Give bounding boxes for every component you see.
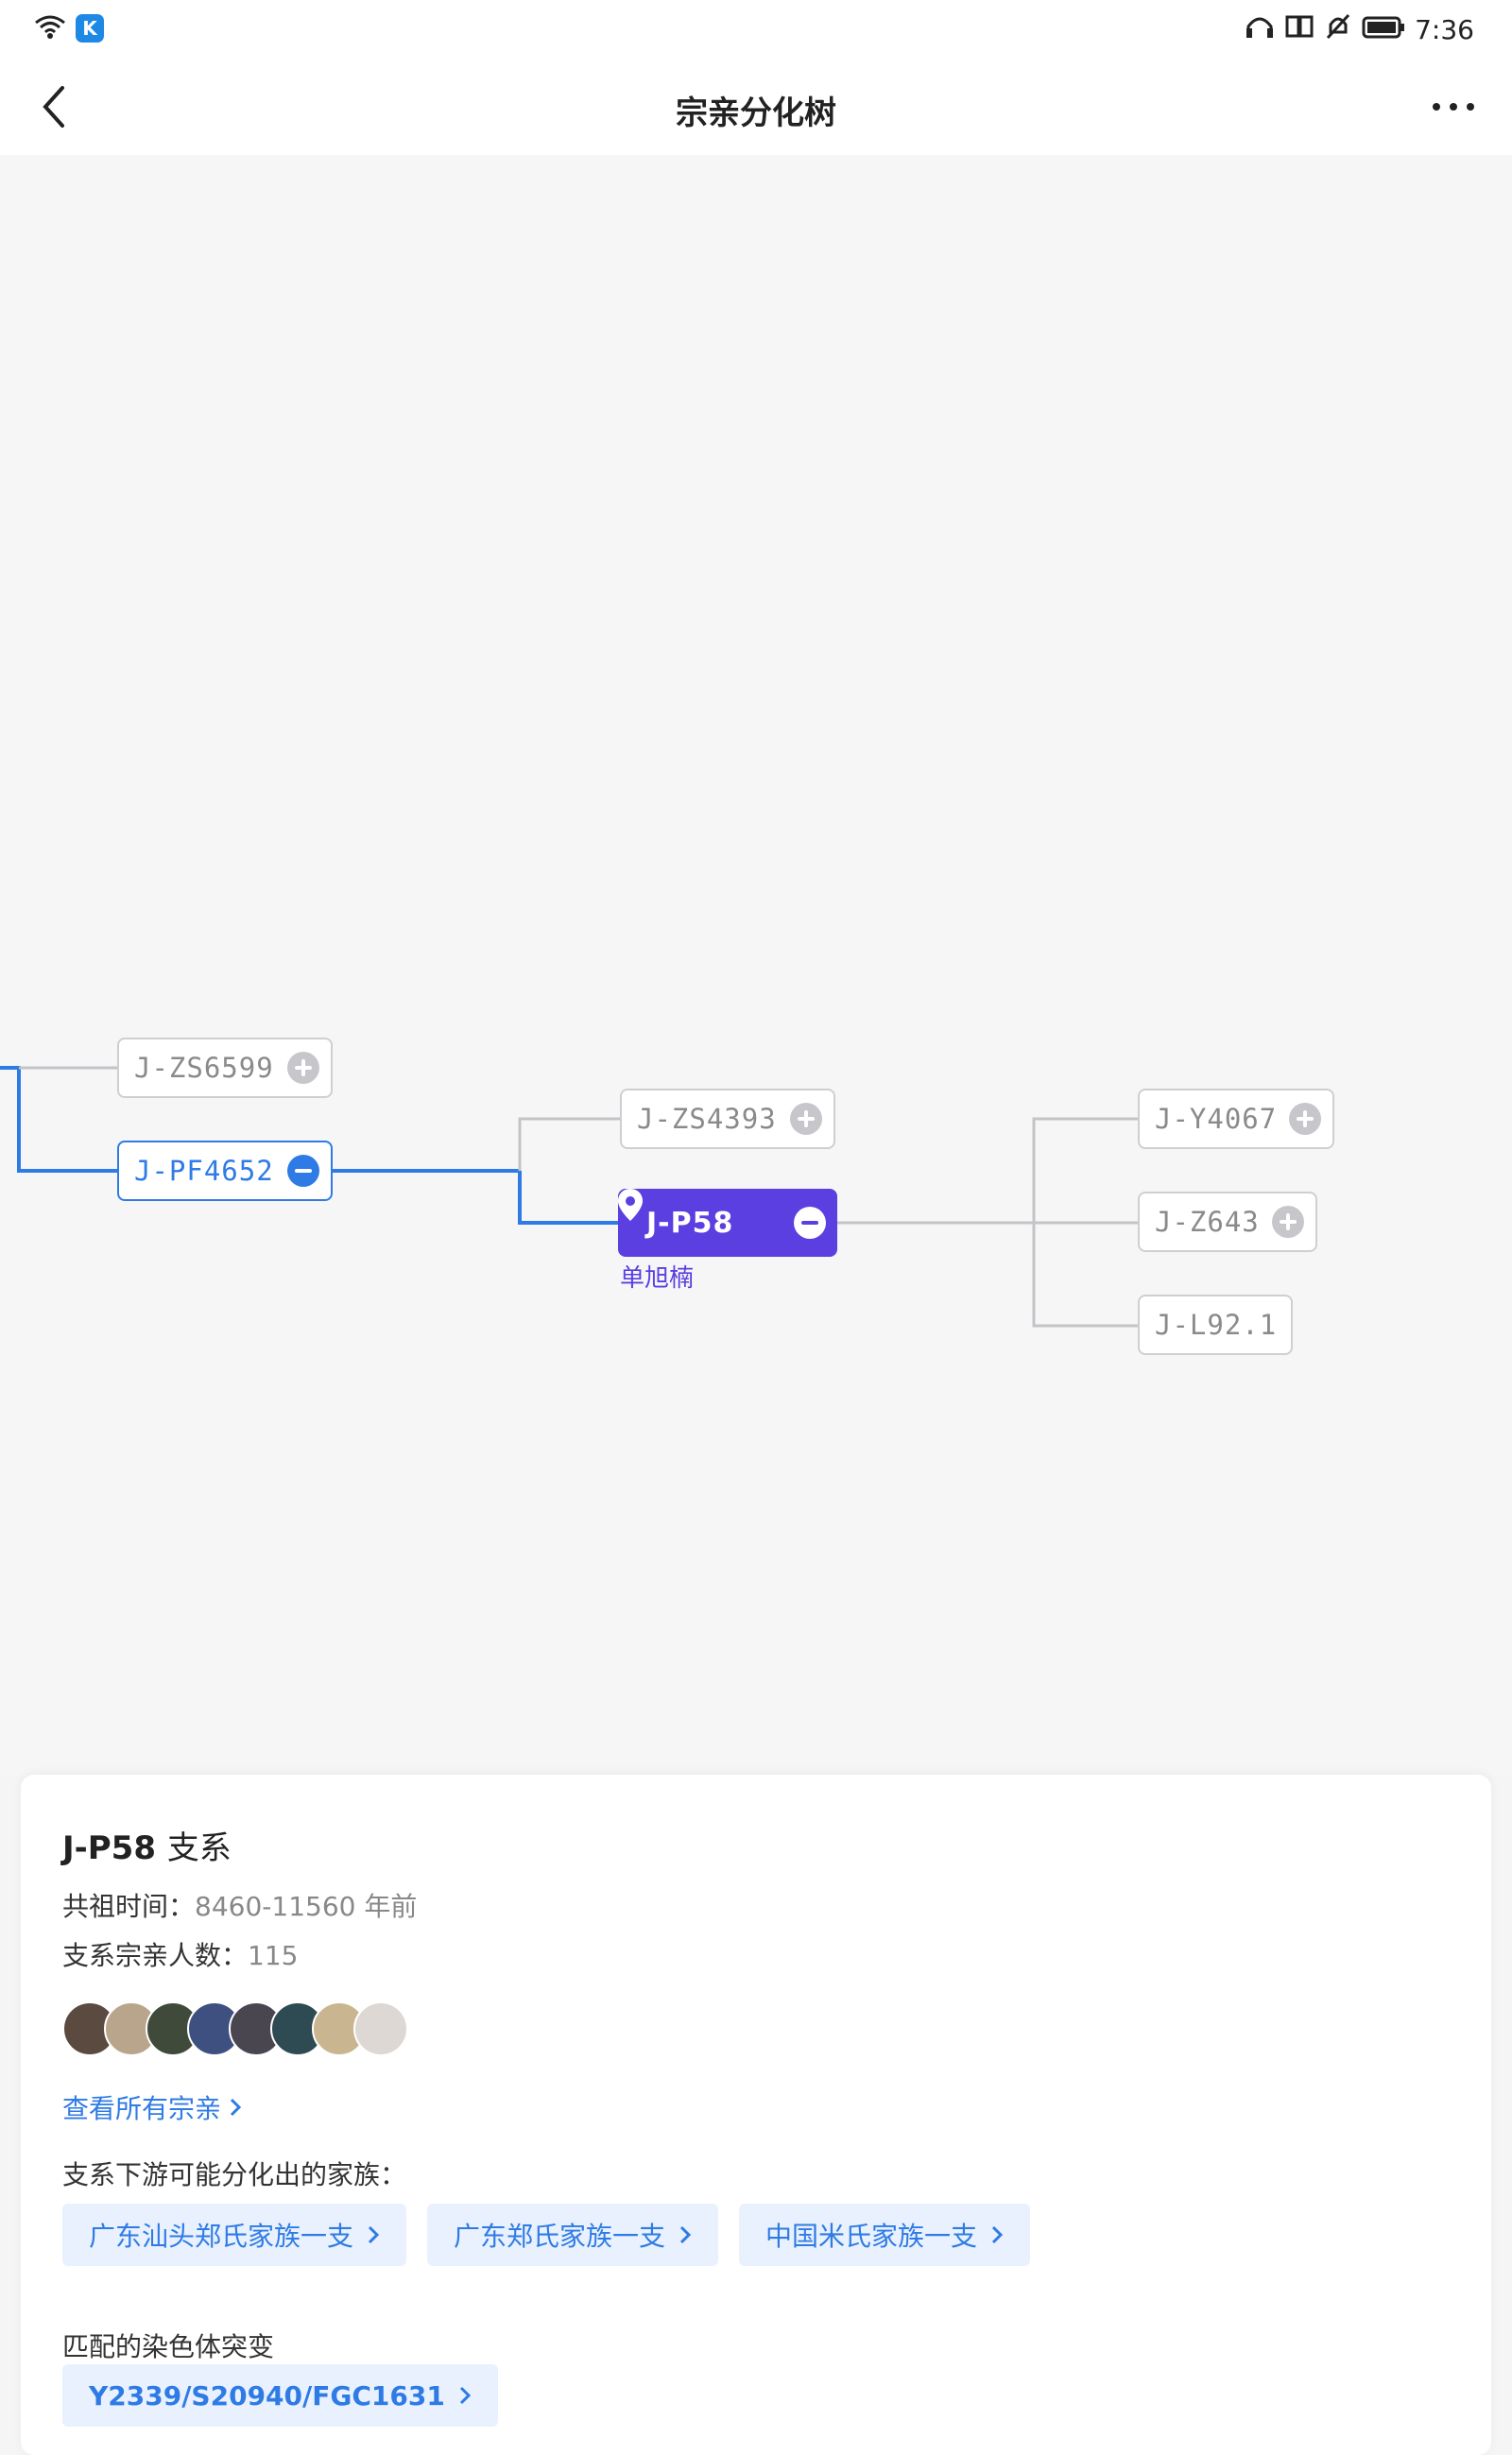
ancestor-time-row: 共祖时间：8460-11560 年前 — [62, 1891, 418, 1922]
branch-title: J-P58 支系 — [62, 1829, 232, 1867]
back-button[interactable] — [30, 83, 77, 130]
book-icon — [1284, 13, 1314, 46]
node-label: J-ZS6599 — [134, 1052, 274, 1084]
expand-plus-icon[interactable] — [1289, 1103, 1321, 1135]
tree-canvas[interactable]: J-ZS6599 J-PF4652 J-ZS4393 J-P58 单旭楠 J-Y… — [0, 155, 1512, 1777]
headphone-icon — [1245, 13, 1275, 46]
node-label: J-Z643 — [1155, 1206, 1260, 1238]
chevron-right-icon — [230, 2098, 242, 2117]
tree-connectors — [0, 1066, 1138, 1328]
node-label: J-Y4067 — [1155, 1103, 1278, 1135]
node-label: J-L92.1 — [1155, 1309, 1278, 1341]
page-title: 宗亲分化树 — [676, 94, 836, 132]
wifi-icon — [34, 13, 66, 43]
tree-node-z643[interactable]: J-Z643 — [1138, 1192, 1317, 1252]
tree-node-zs4393[interactable]: J-ZS4393 — [620, 1089, 835, 1149]
family-tag[interactable]: 广东郑氏家族一支 — [427, 2204, 719, 2266]
battery-icon — [1362, 14, 1405, 45]
tree-node-y4067[interactable]: J-Y4067 — [1138, 1089, 1334, 1149]
chevron-right-icon — [368, 2225, 380, 2244]
node-caption-user: 单旭楠 — [620, 1264, 695, 1293]
chevron-left-icon — [43, 86, 64, 128]
expand-plus-icon[interactable] — [287, 1052, 319, 1084]
tree-node-zs6599[interactable]: J-ZS6599 — [117, 1038, 333, 1098]
more-dots-icon — [1433, 103, 1474, 111]
branch-info-card: J-P58 支系 共祖时间：8460-11560 年前 支系宗亲人数：115 查… — [21, 1775, 1491, 2455]
tree-node-p58-current[interactable]: J-P58 — [618, 1189, 837, 1257]
status-bar: K 7:36 — [0, 0, 1512, 60]
families-label: 支系下游可能分化出的家族： — [62, 2159, 407, 2190]
mute-bell-icon — [1324, 13, 1352, 46]
view-all-members-link[interactable]: 查看所有宗亲 — [62, 2088, 242, 2126]
expand-plus-icon[interactable] — [790, 1103, 822, 1135]
family-tag[interactable]: 中国米氏家族一支 — [739, 2204, 1031, 2266]
more-button[interactable] — [1425, 83, 1482, 130]
mutation-tag[interactable]: Y2339/S20940/FGC1631 — [62, 2364, 498, 2427]
member-avatars[interactable] — [62, 2001, 408, 2058]
tree-node-pf4652[interactable]: J-PF4652 — [117, 1141, 333, 1201]
expand-plus-icon[interactable] — [1272, 1206, 1304, 1238]
node-label: J-P58 — [646, 1206, 734, 1240]
mutation-label: 匹配的染色体突变 — [62, 2331, 275, 2362]
chevron-right-icon — [991, 2225, 1004, 2244]
app-notification-icon: K — [76, 14, 104, 43]
node-label: J-ZS4393 — [637, 1103, 777, 1135]
mutation-tags: Y2339/S20940/FGC1631 — [62, 2364, 498, 2427]
collapse-minus-icon[interactable] — [287, 1155, 319, 1187]
member-count-row: 支系宗亲人数：115 — [62, 1940, 299, 1971]
collapse-minus-icon[interactable] — [794, 1207, 826, 1239]
chevron-right-icon — [459, 2386, 471, 2405]
nav-bar: 宗亲分化树 — [0, 60, 1512, 155]
node-label: J-PF4652 — [134, 1155, 274, 1187]
tree-node-l921[interactable]: J-L92.1 — [1138, 1295, 1293, 1355]
avatar[interactable] — [353, 2001, 408, 2056]
chevron-right-icon — [679, 2225, 692, 2244]
clock-time: 7:36 — [1415, 14, 1474, 45]
family-tags: 广东汕头郑氏家族一支 广东郑氏家族一支 中国米氏家族一支 — [62, 2204, 1031, 2266]
family-tag[interactable]: 广东汕头郑氏家族一支 — [62, 2204, 407, 2266]
